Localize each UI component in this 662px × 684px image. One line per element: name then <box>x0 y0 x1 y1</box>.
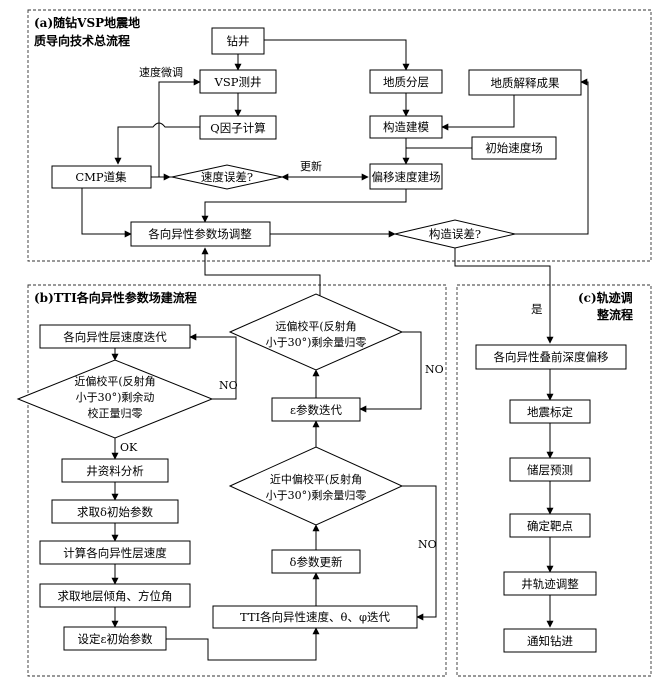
node-velocity-error <box>171 164 283 190</box>
edge-cmp-aniso <box>81 188 132 238</box>
node-structure-model <box>369 115 443 139</box>
node-delta-update <box>271 549 361 574</box>
node-layer-iter-label: 各向异性层速度迭代 <box>63 330 167 344</box>
node-migration-model <box>369 163 443 190</box>
node-well-analysis-label: 井资料分析 <box>86 464 144 478</box>
label-no-3: NO <box>418 538 437 551</box>
node-aniso-adjust-label: 各向异性参数场调整 <box>148 227 252 241</box>
node-seismic-calib-label: 地震标定 <box>527 405 573 419</box>
node-init-velocity-label: 初始速度场 <box>485 141 543 155</box>
node-layer-iter <box>39 324 191 349</box>
node-velocity-error-label: 速度误差? <box>201 170 253 184</box>
section-b-title: (b)TTI各向异性参数场建流程 <box>34 290 197 305</box>
node-mid-check <box>228 446 404 526</box>
edge-b-eps-tti <box>166 627 320 661</box>
edge-b-no2-loop <box>359 331 422 413</box>
section-a-title-2: 质导向技术总流程 <box>34 33 130 48</box>
node-aniso-adjust <box>130 221 271 247</box>
edge-drill-strata <box>264 39 410 71</box>
node-dip-azimuth <box>39 583 191 608</box>
node-structure-error-label: 构造误差? <box>429 227 481 241</box>
node-trajectory-adjust-label: 井轨迹调整 <box>521 577 579 591</box>
node-strata <box>369 69 443 94</box>
node-reservoir-pred-label: 储层预测 <box>527 463 573 477</box>
section-c-frame <box>456 284 652 677</box>
edge-b-no3-loop <box>402 485 437 621</box>
edge-speedtune-loop <box>158 78 201 178</box>
section-a-title-1: (a)随钻VSP地震地 <box>34 15 140 30</box>
node-tti-iter-label: TTI各向异性速度、θ、φ迭代 <box>240 610 391 624</box>
node-layer-velocity <box>39 540 191 565</box>
node-near-check-line3: 校正量归零 <box>88 406 143 420</box>
edge-structerr-georesult <box>515 78 589 235</box>
node-geo-result <box>468 69 582 96</box>
node-cmp-label: CMP道集 <box>75 170 127 184</box>
node-cmp <box>51 165 152 189</box>
label-yes: 是 <box>531 302 543 316</box>
edge-migration-aniso <box>201 189 407 223</box>
node-migration-model-label: 偏移速度建场 <box>372 170 441 184</box>
node-drilling-label: 钻井 <box>227 34 250 48</box>
node-far-check-line1: 远偏校平(反射角 <box>275 319 356 333</box>
section-c-title-2: 整流程 <box>596 307 633 322</box>
node-vsp-log <box>199 69 277 94</box>
node-delta-init <box>51 499 179 524</box>
node-dip-azimuth-label: 求取地层倾角、方位角 <box>58 589 173 603</box>
node-strata-label: 地质分层 <box>383 75 429 89</box>
edge-b-no1-loop <box>189 333 237 400</box>
label-no-2: NO <box>425 363 444 376</box>
node-target-point <box>509 513 591 538</box>
label-speed-tune: 速度微调 <box>139 65 183 79</box>
node-far-check-line2: 小于30°)剩余量归零 <box>266 335 367 349</box>
node-near-check-line1: 近偏校平(反射角 <box>74 374 155 388</box>
node-geo-result-label: 地质解释成果 <box>491 76 560 90</box>
node-far-check <box>228 293 404 371</box>
node-delta-update-label: δ参数更新 <box>290 555 343 569</box>
node-notify-drilling-label: 通知钻进 <box>527 634 573 648</box>
edge-q-cmp <box>114 122 200 165</box>
label-ok: OK <box>120 441 138 454</box>
node-target-point-label: 确定靶点 <box>527 519 573 533</box>
node-init-velocity <box>471 136 557 160</box>
node-prestack-migration-label: 各向异性叠前深度偏移 <box>494 350 609 364</box>
section-c-title-1: (c)轨迹调 <box>578 290 633 305</box>
edge-structerr-prestack <box>454 248 554 344</box>
node-mid-check-line1: 近中偏校平(反射角 <box>270 472 362 486</box>
edge-georesult-model <box>441 95 515 131</box>
node-near-check <box>16 359 214 439</box>
node-structure-error <box>394 219 516 249</box>
node-trajectory-adjust <box>503 571 597 596</box>
edge-initvel-migration <box>405 147 472 164</box>
node-q-factor <box>199 115 277 140</box>
node-near-check-line2: 小于30°)剩余动 <box>76 390 155 404</box>
node-eps-iter <box>271 397 361 422</box>
section-b-frame <box>27 284 447 677</box>
node-q-factor-label: Q因子计算 <box>210 121 265 135</box>
label-no-1: NO <box>219 379 238 392</box>
node-layer-velocity-label: 计算各向异性层速度 <box>63 546 167 560</box>
node-well-analysis <box>61 458 169 483</box>
node-structure-model-label: 构造建模 <box>383 120 429 134</box>
node-reservoir-pred <box>509 457 591 482</box>
section-a-frame <box>27 9 652 262</box>
node-seismic-calib <box>509 399 591 424</box>
node-notify-drilling <box>503 628 597 653</box>
node-prestack-migration <box>475 344 627 370</box>
node-drilling <box>211 27 265 55</box>
node-delta-init-label: 求取δ初始参数 <box>77 505 153 519</box>
label-update: 更新 <box>300 159 322 173</box>
node-eps-iter-label: ε参数迭代 <box>290 403 342 417</box>
node-vsp-log-label: VSP测井 <box>214 75 262 89</box>
node-eps-init <box>63 626 167 651</box>
node-tti-iter <box>212 605 418 629</box>
node-mid-check-line2: 小于30°)剩余量归零 <box>266 488 367 502</box>
node-eps-init-label: 设定ε初始参数 <box>78 632 153 646</box>
